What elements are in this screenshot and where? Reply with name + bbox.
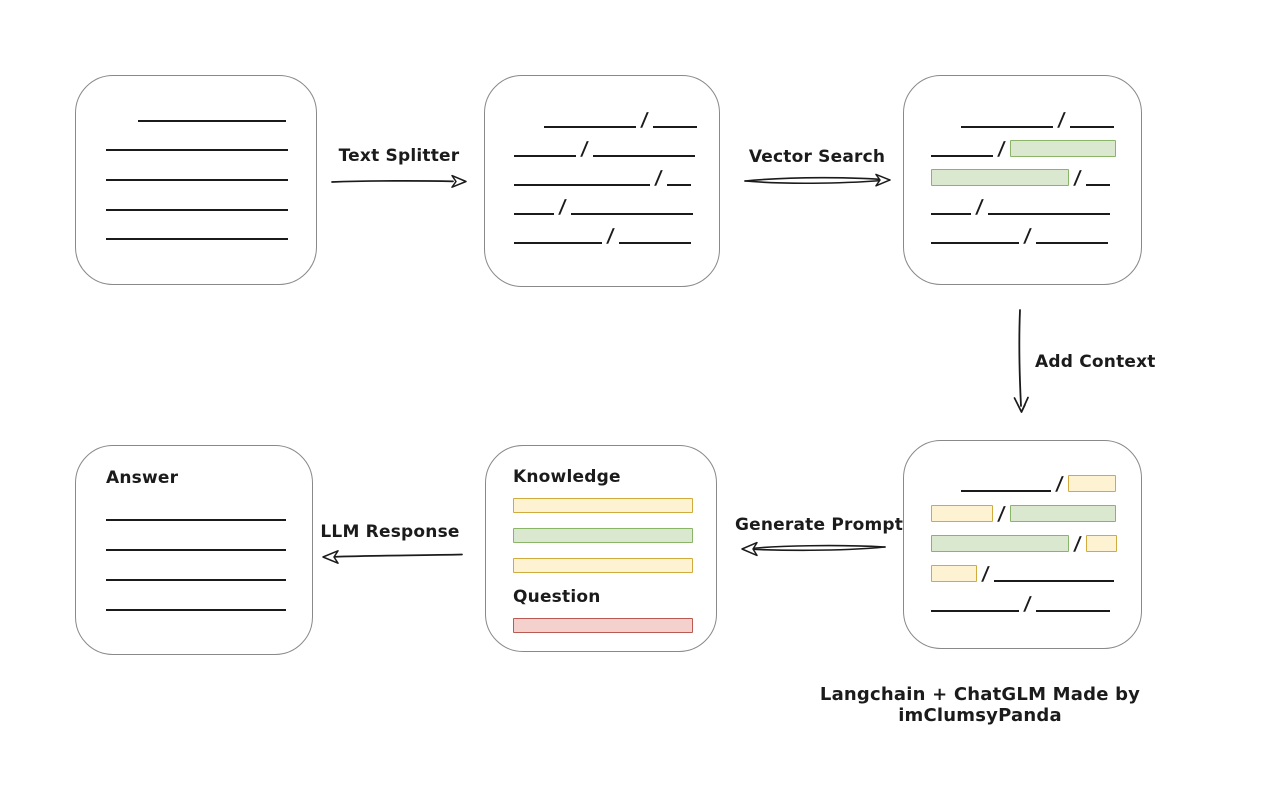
chunk-separator: /	[974, 196, 985, 218]
text-line	[618, 242, 691, 244]
add-context-label: Add Context	[1035, 352, 1156, 372]
chunk-separator: /	[605, 225, 616, 247]
vector-search-label: Vector Search	[748, 147, 886, 167]
green-highlight-chip	[931, 535, 1069, 552]
text-splitter-label: Text Splitter	[338, 146, 460, 166]
text-line	[106, 609, 286, 611]
text-line	[1035, 242, 1108, 244]
text-line	[106, 149, 288, 152]
knowledge-heading: Knowledge	[513, 467, 621, 487]
text-line	[931, 610, 1019, 612]
knowledge-bar-yellow-2	[513, 558, 693, 573]
text-line	[961, 126, 1053, 128]
text-line	[993, 580, 1114, 582]
diagram-caption: Langchain + ChatGLM Made by imClumsyPand…	[819, 684, 1141, 726]
answer-heading: Answer	[106, 468, 179, 488]
text-splitter-arrow	[331, 174, 467, 188]
text-line	[592, 155, 695, 157]
text-line	[570, 213, 693, 215]
answer-lines	[106, 488, 312, 611]
knowledge-bar-green	[513, 528, 693, 543]
vector-matches-box: / / / / /	[903, 75, 1142, 285]
prompt-box: Knowledge Question	[485, 445, 717, 652]
green-highlight-chip	[1009, 140, 1116, 157]
answer-box: Answer	[75, 445, 313, 655]
context-box: / / / / /	[903, 440, 1142, 649]
green-highlight-chip	[931, 169, 1069, 186]
knowledge-bar-yellow-1	[513, 498, 693, 513]
chunk-separator: /	[653, 167, 664, 189]
text-line	[1069, 126, 1114, 128]
context-rows: / / / / /	[904, 441, 1141, 648]
text-line	[961, 490, 1051, 492]
split-chunks-rows: / / / / /	[485, 76, 719, 286]
generate-prompt-label: Generate Prompt	[735, 515, 904, 535]
text-line	[106, 238, 288, 241]
generate-prompt-arrow	[741, 541, 886, 557]
text-line	[1035, 610, 1110, 612]
chunk-separator: /	[557, 196, 568, 218]
question-bar-red	[513, 618, 693, 633]
text-line	[106, 208, 288, 211]
green-highlight-chip	[1009, 505, 1116, 522]
question-heading: Question	[513, 587, 601, 607]
text-line	[652, 126, 697, 128]
text-line	[931, 213, 971, 215]
yellow-highlight-chip	[931, 505, 993, 522]
add-context-arrow	[1013, 309, 1029, 413]
vector-matches-rows: / / / / /	[904, 76, 1141, 284]
llm-response-arrow	[322, 550, 463, 564]
text-line	[544, 126, 636, 128]
yellow-highlight-chip	[931, 565, 977, 582]
text-line	[666, 184, 691, 186]
chunk-separator: /	[1022, 593, 1033, 615]
text-line	[931, 242, 1019, 244]
chunk-separator: /	[1022, 225, 1033, 247]
chunk-separator: /	[579, 138, 590, 160]
text-line	[514, 155, 576, 157]
text-line	[106, 549, 286, 551]
chunk-separator: /	[1072, 167, 1083, 189]
chunk-separator: /	[1056, 109, 1067, 131]
text-line	[106, 579, 286, 581]
text-line	[987, 213, 1110, 215]
source-document-lines	[76, 76, 316, 284]
text-line	[514, 242, 602, 244]
chunk-separator: /	[980, 563, 991, 585]
text-line	[514, 184, 650, 186]
chunk-separator: /	[996, 503, 1007, 525]
chunk-separator: /	[1072, 533, 1083, 555]
vector-search-arrow	[744, 173, 891, 187]
yellow-highlight-chip	[1067, 475, 1116, 492]
chunk-separator: /	[996, 138, 1007, 160]
chunk-separator: /	[639, 109, 650, 131]
text-line	[931, 155, 993, 157]
llm-response-label: LLM Response	[320, 522, 460, 542]
split-chunks-box: / / / / /	[484, 75, 720, 287]
chunk-separator: /	[1054, 473, 1065, 495]
text-line	[138, 119, 286, 122]
text-line	[106, 519, 286, 521]
text-line	[106, 179, 288, 182]
text-line	[1085, 184, 1110, 186]
text-line	[514, 213, 554, 215]
source-document-box	[75, 75, 317, 285]
yellow-highlight-chip	[1085, 535, 1117, 552]
